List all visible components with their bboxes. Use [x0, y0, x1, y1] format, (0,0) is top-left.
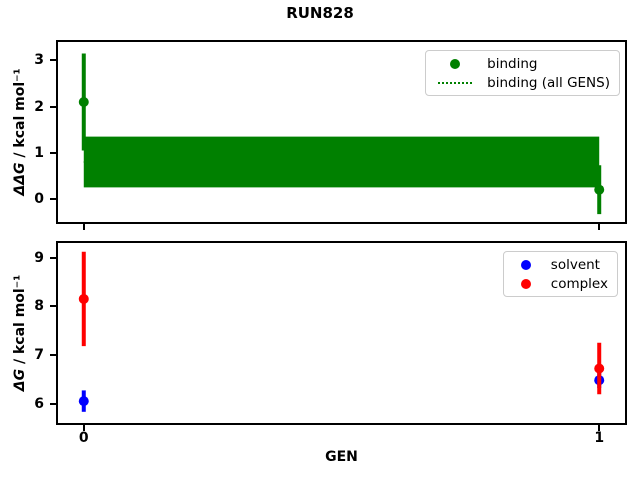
x-tick-mark: [82, 224, 85, 230]
free-energy-legend: solvent complex: [502, 251, 618, 297]
legend-label: solvent: [550, 256, 600, 273]
x-tick-mark: [82, 425, 85, 431]
y-tick-label: 1: [34, 144, 44, 161]
ylabel-math: ΔG: [12, 368, 28, 392]
free-energy-ylabel: ΔG / kcal mol⁻¹: [12, 275, 28, 391]
y-tick-mark: [50, 305, 56, 308]
y-tick-mark: [50, 151, 56, 154]
free-energy-chart-canvas: [78, 251, 605, 412]
solvent-marker-icon: [520, 259, 531, 270]
legend-entry-binding: binding: [431, 54, 610, 73]
legend-label: binding: [487, 55, 538, 72]
y-tick-mark: [50, 353, 56, 356]
y-tick-label: 2: [34, 98, 44, 115]
binding-marker: [78, 97, 89, 107]
x-tick-label: 0: [78, 430, 89, 446]
binding-plot: ΔΔG / kcal mol⁻¹ binding binding (all GE…: [12, 40, 627, 230]
binding-marker: [594, 184, 605, 195]
y-tick-label: 3: [34, 52, 44, 69]
y-tick-mark: [50, 402, 56, 405]
y-tick-label: 6: [34, 395, 44, 412]
x-tick-mark: [598, 425, 601, 431]
y-tick-label: 0: [34, 190, 44, 207]
legend-entry-solvent: solvent: [509, 255, 608, 274]
binding-marker-icon: [450, 58, 461, 69]
legend-handle: [509, 259, 543, 270]
legend-label: complex: [550, 275, 608, 292]
x-tick-mark: [598, 224, 601, 230]
legend-entry-binding-all-gens: binding (all GENS): [431, 73, 610, 92]
free-energy-plot: ΔG / kcal mol⁻¹ solvent complex GEN 6 7 8 9…: [12, 241, 627, 465]
binding-ylabel: ΔΔG / kcal mol⁻¹: [12, 68, 28, 195]
x-tick-label: 1: [594, 430, 605, 446]
y-tick-label: 9: [34, 249, 44, 266]
y-tick-mark: [50, 197, 56, 200]
y-tick-mark: [50, 59, 56, 62]
gen-xlabel: GEN: [325, 449, 358, 465]
complex-marker-icon: [520, 278, 531, 289]
complex-marker: [594, 363, 605, 374]
y-tick-label: 7: [34, 346, 44, 363]
legend-handle: [509, 278, 543, 289]
y-tick-mark: [50, 105, 56, 108]
legend-handle: [431, 58, 479, 69]
y-tick-mark: [50, 256, 56, 259]
legend-handle: [431, 81, 479, 84]
solvent-marker: [78, 396, 89, 407]
legend-label: binding (all GENS): [487, 74, 610, 91]
dotted-line-icon: [438, 81, 473, 84]
binding-chart-canvas: [78, 53, 605, 215]
binding-legend: binding binding (all GENS): [425, 50, 620, 96]
y-tick-label: 8: [34, 298, 44, 315]
complex-marker: [78, 293, 89, 304]
legend-entry-complex: complex: [509, 274, 608, 293]
figure-title: RUN828: [286, 4, 354, 22]
